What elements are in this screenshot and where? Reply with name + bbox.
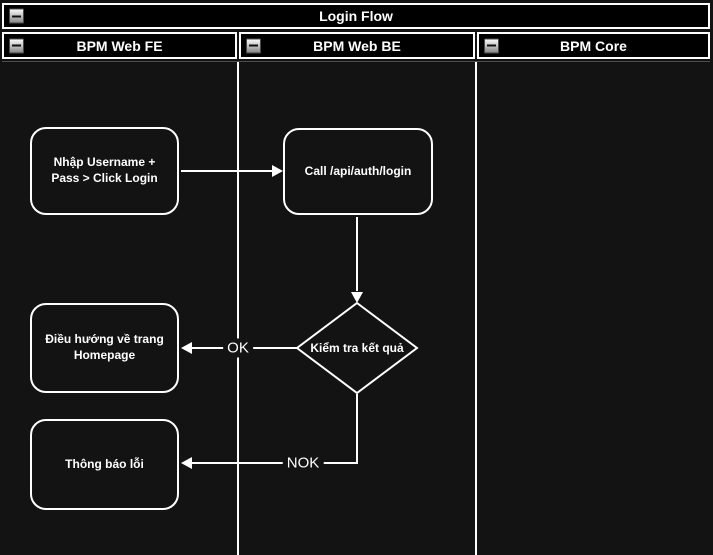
lane-divider-2	[475, 62, 477, 555]
lane-header-bpm-core[interactable]: BPM Core	[477, 32, 710, 59]
minus-glyph	[12, 44, 21, 47]
lane-label: BPM Web FE	[76, 37, 163, 54]
edge-check-to-error-vertical[interactable]	[356, 394, 358, 464]
node-label: Thông báo lỗi	[65, 456, 144, 471]
node-label: Kiểm tra kết quả	[310, 341, 404, 355]
lane-header-bpm-web-fe[interactable]: BPM Web FE	[2, 32, 237, 59]
diamond-shape	[295, 301, 419, 395]
collapse-icon[interactable]	[484, 38, 499, 53]
arrowhead-right-icon	[272, 165, 283, 177]
pool-title: Login Flow	[319, 8, 393, 24]
node-label: Call /api/auth/login	[304, 163, 412, 178]
minus-glyph	[249, 44, 258, 47]
node-navigate-home[interactable]: Điều hướng về trang Homepage	[30, 303, 179, 393]
arrowhead-down-icon	[351, 292, 363, 303]
minus-glyph	[487, 44, 496, 47]
lane-label: BPM Web BE	[313, 37, 401, 54]
edge-label-nok[interactable]: NOK	[282, 453, 324, 473]
node-label: Điều hướng về trang Homepage	[45, 332, 164, 362]
pool-title-bar[interactable]: Login Flow	[2, 3, 710, 29]
node-label: Nhập Username + Pass > Click Login	[51, 155, 158, 185]
edge-callapi-to-check[interactable]	[356, 217, 358, 291]
node-error-message[interactable]: Thông báo lỗi	[30, 419, 179, 510]
arrowhead-left-icon	[181, 342, 192, 354]
collapse-icon[interactable]	[9, 8, 24, 24]
edge-input-to-callapi[interactable]	[181, 170, 272, 172]
lane-label: BPM Core	[560, 37, 627, 54]
lane-body-top-border	[2, 61, 710, 62]
collapse-icon[interactable]	[246, 38, 261, 53]
lane-header-bpm-web-be[interactable]: BPM Web BE	[239, 32, 475, 59]
arrowhead-left-icon	[181, 457, 192, 469]
node-input-login[interactable]: Nhập Username + Pass > Click Login	[30, 127, 179, 215]
lane-divider-1	[237, 62, 239, 555]
edge-label-ok[interactable]: OK	[223, 338, 253, 358]
node-check-result[interactable]: Kiểm tra kết quả	[294, 300, 420, 396]
node-call-api[interactable]: Call /api/auth/login	[283, 128, 433, 215]
edge-check-to-error-horizontal[interactable]	[192, 462, 358, 464]
collapse-icon[interactable]	[9, 38, 24, 53]
minus-glyph	[12, 15, 21, 17]
